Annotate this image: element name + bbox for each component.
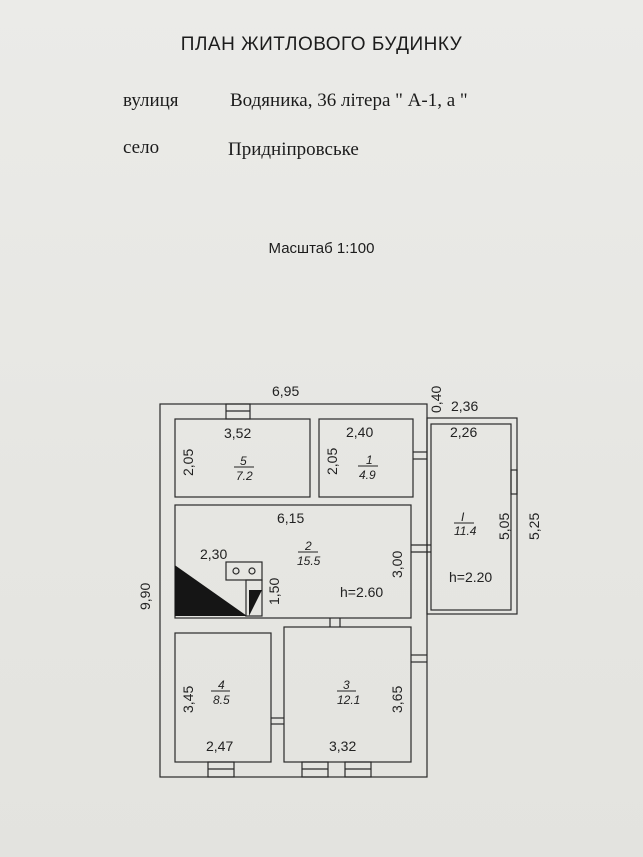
annex-number: I [461, 510, 465, 524]
dim-annex-inner-width: 2,26 [450, 424, 477, 440]
village-value: Придніпровське [228, 139, 359, 160]
room1-area: 4.9 [359, 468, 376, 482]
main-ceiling-height: h=2.60 [340, 584, 383, 600]
village-label: село [123, 137, 160, 158]
dim-annex-outer-height: 5,25 [526, 513, 542, 540]
room5-number: 5 [240, 454, 247, 468]
dim-annex-offset: 0,40 [428, 386, 444, 413]
room1-number: 1 [366, 453, 373, 467]
dim-room5-height: 2,05 [180, 449, 196, 476]
window-annex [510, 469, 518, 495]
room5-area: 7.2 [236, 469, 253, 483]
street-value: Водяника, 36 літера " А-1, а " [230, 90, 468, 111]
room3-number: 3 [343, 678, 350, 692]
room3-area: 12.1 [337, 693, 360, 707]
dim-stove-width: 2,30 [200, 546, 227, 562]
room-2 [174, 504, 412, 619]
dim-overall-height: 9,90 [137, 583, 153, 610]
dim-room4-height: 3,45 [180, 686, 196, 713]
room4-area: 8.5 [213, 693, 230, 707]
dim-room3-width: 3,32 [329, 738, 356, 754]
stove [225, 561, 263, 581]
dim-overall-width: 6,95 [272, 383, 299, 399]
scale-label: Масштаб 1:100 [268, 240, 375, 257]
dim-room2-width: 6,15 [277, 510, 304, 526]
dim-room3-height: 3,65 [389, 686, 405, 713]
dim-room2-height: 3,00 [389, 551, 405, 578]
room2-number: 2 [304, 539, 312, 553]
room-1 [318, 418, 414, 498]
dim-annex-outer-width: 2,36 [451, 398, 478, 414]
annex-outer-wall [426, 417, 518, 615]
dim-annex-inner-height: 5,05 [496, 513, 512, 540]
street-label: вулиця [123, 90, 179, 111]
dim-room1-height: 2,05 [324, 448, 340, 475]
annex-area: 11.4 [454, 524, 477, 538]
room2-area: 15.5 [297, 554, 321, 568]
room4-number: 4 [218, 678, 225, 692]
dim-room1-width: 2,40 [346, 424, 373, 440]
page-title: ПЛАН ЖИТЛОВОГО БУДИНКУ [180, 34, 463, 55]
dim-room4-width: 2,47 [206, 738, 233, 754]
annex-ceiling-height: h=2.20 [449, 569, 492, 585]
annex-inner-wall [430, 423, 512, 611]
dim-room5-width: 3,52 [224, 425, 251, 441]
dim-stove-height: 1,50 [266, 578, 282, 605]
